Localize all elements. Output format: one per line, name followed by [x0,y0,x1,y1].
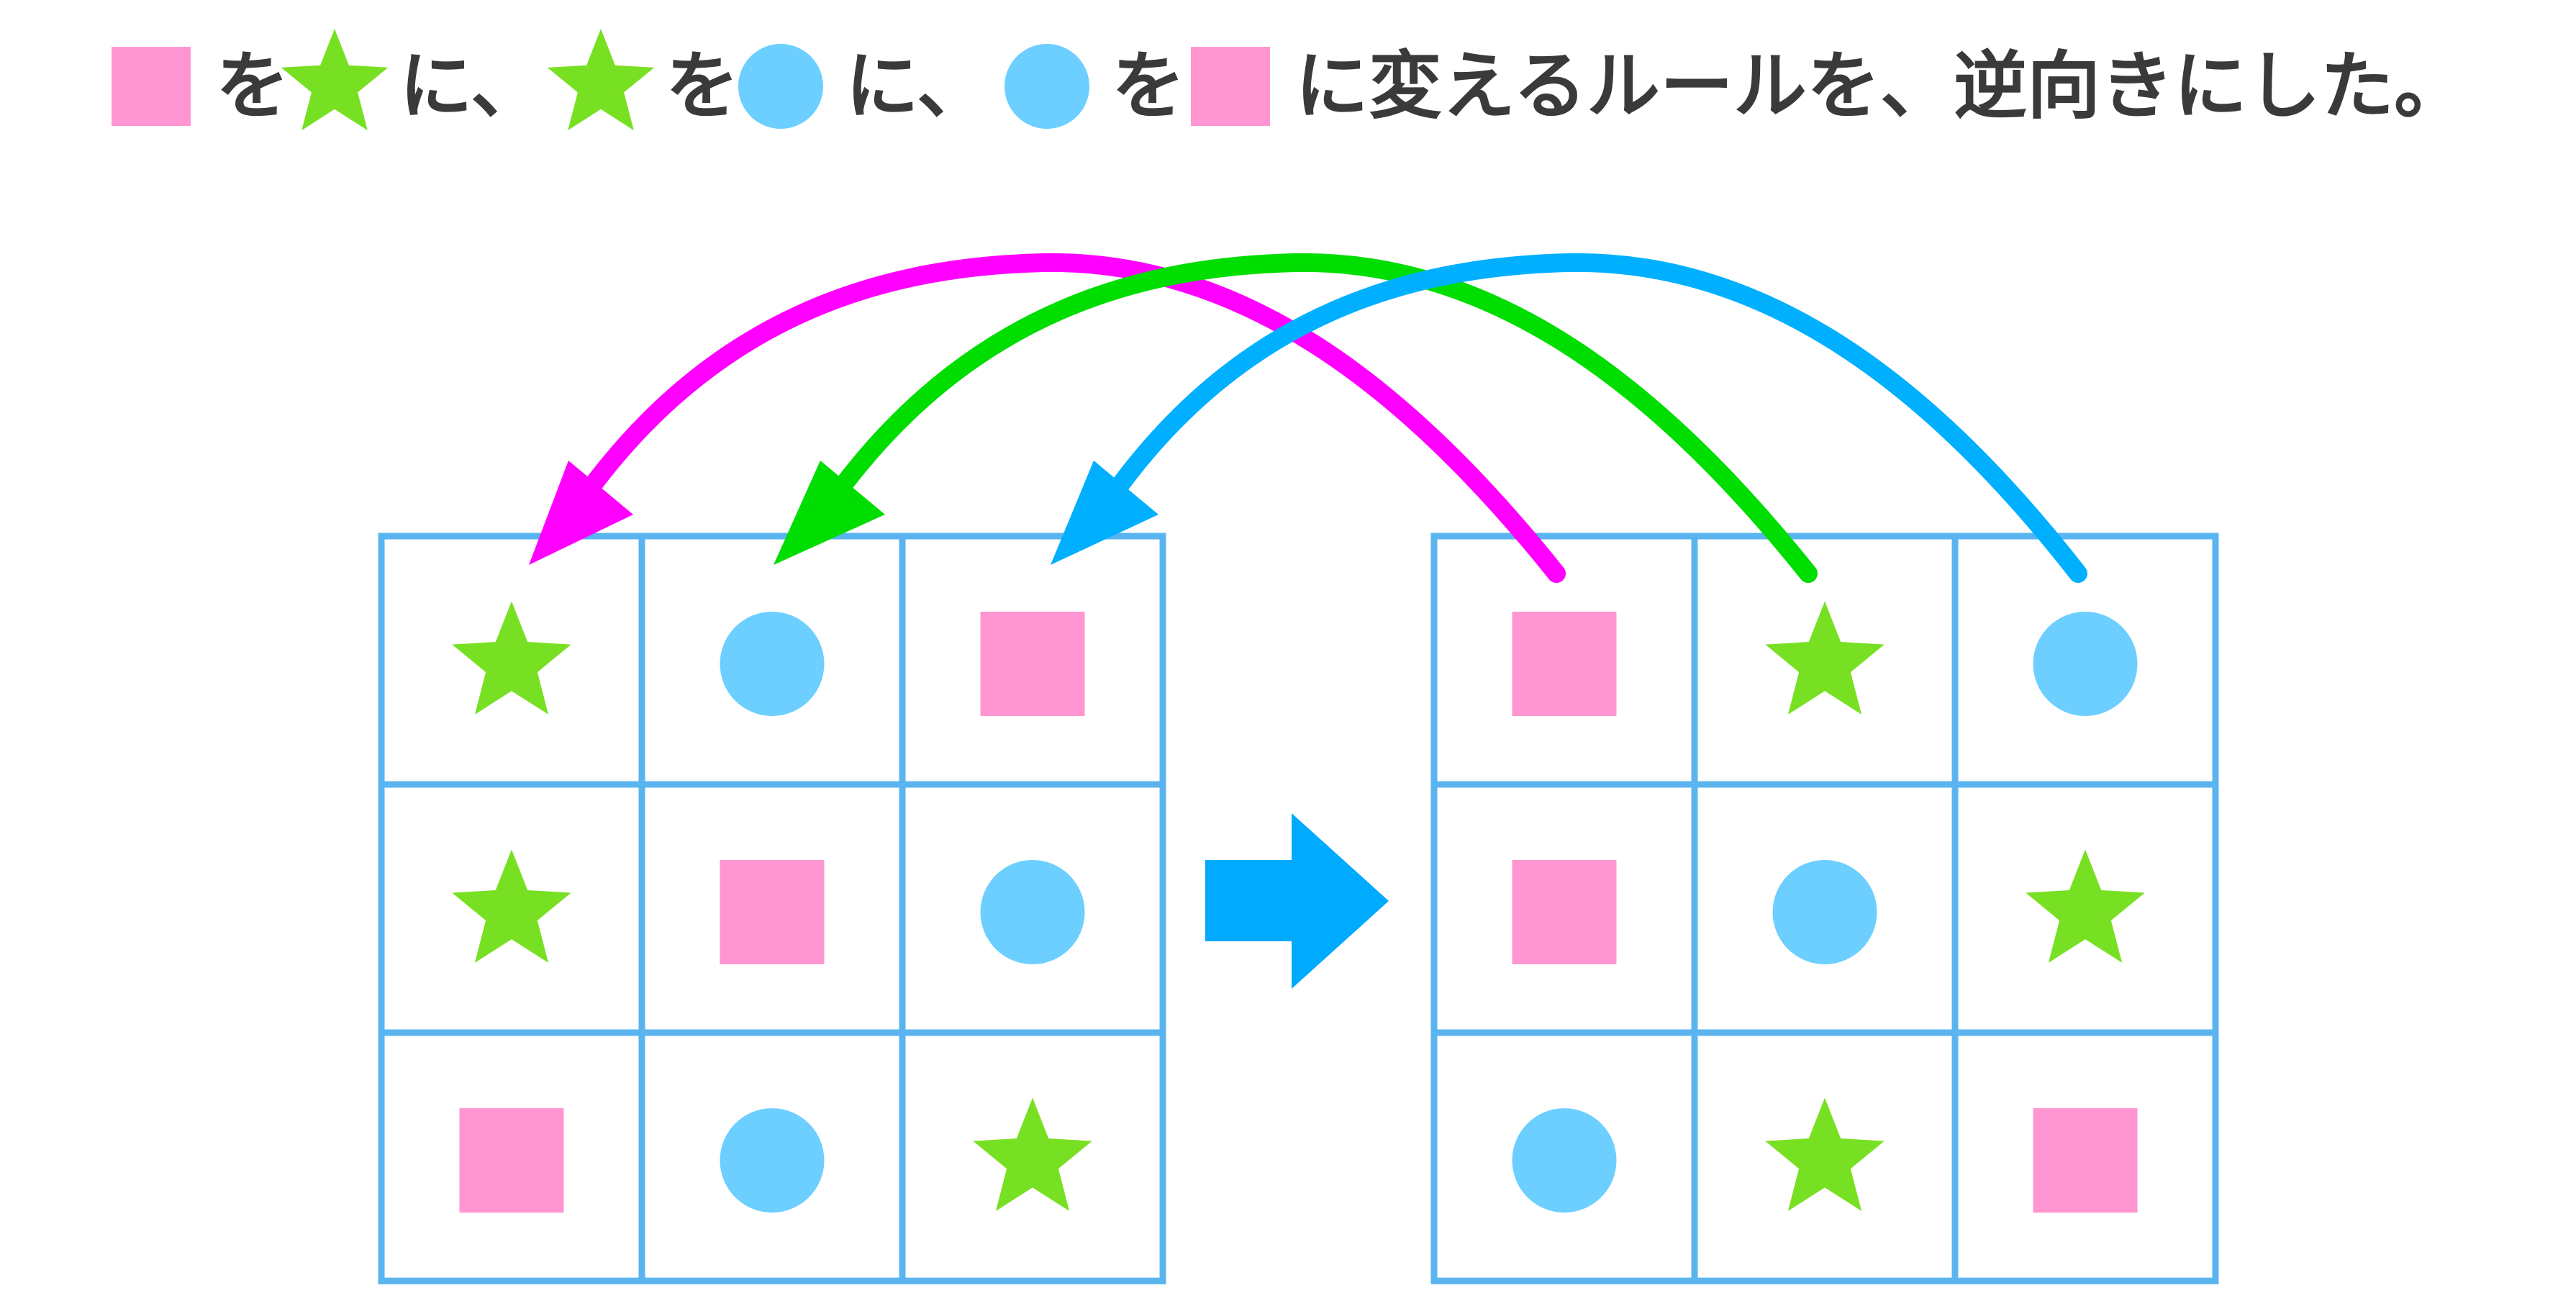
arrow-blue-head [1051,461,1158,565]
arrow-green [825,253,1818,583]
caption-text-6: に変えるルールを、逆向きにした。 [1295,44,2467,130]
circle-symbol [1004,44,1089,129]
left-cell-square [980,612,1085,716]
curved-arrows [529,253,2087,583]
caption-symbol-circle-1 [738,44,823,129]
right-cell-star [2026,849,2145,963]
right-cell-circle [2033,612,2138,716]
square-symbol [112,47,191,126]
caption-text-4: に、 [845,44,990,130]
caption-symbol-square-1 [112,47,191,126]
caption-text-1: を [216,44,289,130]
left-grid [378,533,1166,1285]
caption-text-2: に、 [399,44,544,130]
arrow-blue [1102,253,2087,583]
right-cell-star [1765,1097,1885,1211]
left-cell-square [720,860,825,964]
caption-symbol-square-2 [1191,47,1270,126]
left-cell-star [452,601,571,715]
left-cell-star [452,849,571,963]
transform-arrow [1205,813,1389,989]
star-symbol [281,29,389,131]
star-symbol [547,29,655,131]
caption: を に、 を に、 を に変えるルールを、逆向きにした。 [112,29,2467,131]
arrow-green-head [774,461,885,565]
circle-symbol [738,44,823,129]
left-cell-circle [980,860,1085,964]
left-cell-circle [720,612,825,716]
caption-text-3: を [666,44,739,130]
right-cell-star [1765,601,1885,715]
right-cell-square [1512,860,1617,964]
left-cell-star [973,1097,1092,1211]
caption-symbol-star-2 [547,29,655,131]
arrow-magenta [575,253,1566,583]
right-cell-circle [1512,1108,1617,1213]
right-grid [1430,533,2219,1285]
right-cell-square [1512,612,1617,716]
left-cell-circle [720,1108,825,1213]
arrow-magenta-head [529,461,633,565]
caption-text-5: を [1112,44,1185,130]
left-cell-square [459,1108,564,1213]
square-symbol [1191,47,1270,126]
caption-symbol-circle-2 [1004,44,1089,129]
caption-symbol-star-1 [281,29,389,131]
right-cell-circle [1772,860,1877,964]
right-cell-square [2033,1108,2138,1213]
